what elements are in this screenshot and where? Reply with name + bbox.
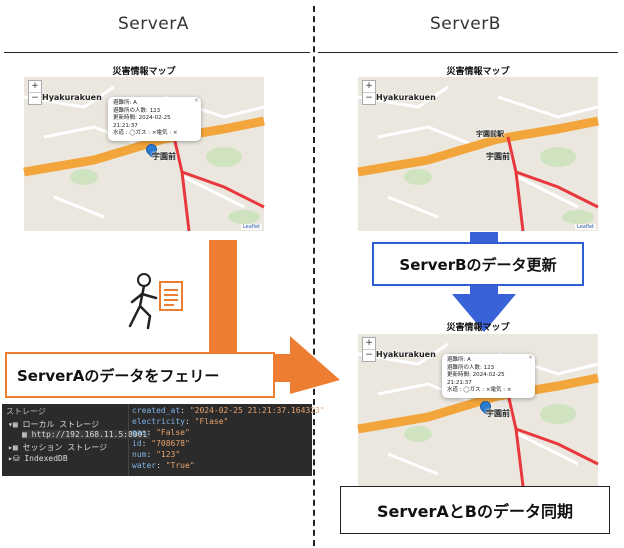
courier-person-icon xyxy=(128,273,183,330)
map-a-place-station: 宇園前 xyxy=(152,152,176,161)
zoom-out-button[interactable]: − xyxy=(365,93,373,103)
kv-value: "708678" xyxy=(151,439,190,448)
map-b1-attribution[interactable]: Leaflet xyxy=(574,224,596,230)
zoom-in-button[interactable]: + xyxy=(363,338,375,350)
kv-key: electricity xyxy=(132,417,185,426)
map-b1-place-hyakurakuen: Hyakurakuen xyxy=(376,93,436,102)
map-b2-popup: × 避難所: A 避難所の人数: 123 更新時間: 2024-02-25 21… xyxy=(442,354,535,398)
devtools-storage-panel: ストレージ ▾▦ ローカル ストレージ ▦ http://192.168.11.… xyxy=(2,404,325,476)
kv-row[interactable]: num: "123" xyxy=(132,450,181,459)
server-a-header: ServerA xyxy=(118,14,189,34)
kv-key: gas xyxy=(132,428,147,437)
popup-line: 避難所: A xyxy=(113,100,137,106)
header-underline-b xyxy=(318,52,618,53)
map-b1-title: 災害情報マップ xyxy=(446,67,510,77)
map-a-attribution[interactable]: Leaflet xyxy=(240,224,262,230)
tree-item-local-storage[interactable]: ▾▦ ローカル ストレージ xyxy=(8,420,100,429)
update-b-label: ServerBのデータ更新 xyxy=(372,242,584,286)
popup-close-icon[interactable]: × xyxy=(193,97,199,104)
map-b1-place-station: 宇園前 xyxy=(486,152,510,161)
popup-line: 避難所: A xyxy=(447,357,471,363)
map-a-tiles xyxy=(23,77,265,232)
kv-row[interactable]: id: "708678" xyxy=(132,439,190,448)
kv-key: water xyxy=(132,461,157,470)
popup-line: 更新時間: 2024-02-25 21:21:37 xyxy=(113,115,171,129)
kv-key: id xyxy=(132,439,142,448)
zoom-in-button[interactable]: + xyxy=(363,81,375,93)
map-b1-zoom-control[interactable]: + − xyxy=(362,80,376,105)
storage-tree: ストレージ ▾▦ ローカル ストレージ ▦ http://192.168.11.… xyxy=(2,404,151,476)
map-b2-place-station: 宇園前 xyxy=(486,409,510,418)
popup-line: 避難所の人数: 123 xyxy=(113,107,161,114)
storage-tree-header: ストレージ xyxy=(6,407,46,416)
map-a[interactable]: + − Hyakurakuen × 避難所: A 避難所の人数: 123 更新時… xyxy=(23,77,265,232)
map-a-place-hyakurakuen: Hyakurakuen xyxy=(42,93,102,102)
kv-value: "False" xyxy=(156,428,190,437)
map-b1-tiles xyxy=(357,77,599,232)
map-a-title: 災害情報マップ xyxy=(112,67,176,77)
kv-value: "True" xyxy=(165,461,195,470)
kv-key: created_at xyxy=(132,406,181,415)
sync-label: ServerAとBのデータ同期 xyxy=(340,486,610,534)
kv-value: "Flase" xyxy=(194,417,229,426)
kv-row[interactable]: created_at: "2024-02-25 21:21:37.164323" xyxy=(132,406,325,415)
kv-value: "123" xyxy=(156,450,181,459)
map-b2[interactable]: + − Hyakurakuen × 避難所: A 避難所の人数: 123 更新時… xyxy=(357,334,599,487)
map-b2-zoom-control[interactable]: + − xyxy=(362,337,376,362)
popup-line: 避難所の人数: 123 xyxy=(447,364,495,371)
map-b2-title: 災害情報マップ xyxy=(446,323,510,333)
tree-item-indexeddb[interactable]: ▸⛁ IndexedDB xyxy=(8,454,68,463)
map-b2-place-hyakurakuen: Hyakurakuen xyxy=(376,350,436,359)
zoom-in-button[interactable]: + xyxy=(29,81,41,93)
zoom-out-button[interactable]: − xyxy=(365,350,373,360)
popup-line: 水道 : ◯ガス : ×電気 : × xyxy=(113,130,178,136)
server-b-header: ServerB xyxy=(430,14,501,34)
tree-item-label: http://192.168.11.5:8001 xyxy=(31,430,148,439)
zoom-out-button[interactable]: − xyxy=(31,93,39,103)
kv-value: "2024-02-25 21:21:37.164323" xyxy=(189,406,325,415)
tree-item-session-storage[interactable]: ▸▦ セッション ストレージ xyxy=(8,443,108,452)
map-a-zoom-control[interactable]: + − xyxy=(28,80,42,105)
map-a-popup: × 避難所: A 避難所の人数: 123 更新時間: 2024-02-25 21… xyxy=(108,97,201,141)
tree-item-label: セッション ストレージ xyxy=(22,443,108,452)
popup-line: 更新時間: 2024-02-25 21:21:37 xyxy=(447,372,505,386)
column-divider xyxy=(313,6,315,546)
kv-row[interactable]: water: "True" xyxy=(132,461,195,470)
tree-item-label: ローカル ストレージ xyxy=(22,420,100,429)
popup-line: 水道 : ◯ガス : ×電気 : × xyxy=(447,387,512,393)
tree-item-label: IndexedDB xyxy=(24,454,68,463)
kv-key: num xyxy=(132,450,147,459)
ferry-label: ServerAのデータをフェリー xyxy=(5,352,275,398)
map-b1[interactable]: + − Hyakurakuen 宇園前駅 宇園前 Leaflet xyxy=(357,77,599,232)
kv-row[interactable]: electricity: "Flase" xyxy=(132,417,229,426)
map-b1-place-station-b: 宇園前駅 xyxy=(476,130,504,138)
kv-row[interactable]: gas: "False" xyxy=(132,428,190,437)
map-b2-tiles xyxy=(357,334,599,487)
popup-close-icon[interactable]: × xyxy=(527,354,533,361)
tree-item-origin[interactable]: ▦ http://192.168.11.5:8001 xyxy=(22,430,151,439)
header-underline-a xyxy=(4,52,310,53)
